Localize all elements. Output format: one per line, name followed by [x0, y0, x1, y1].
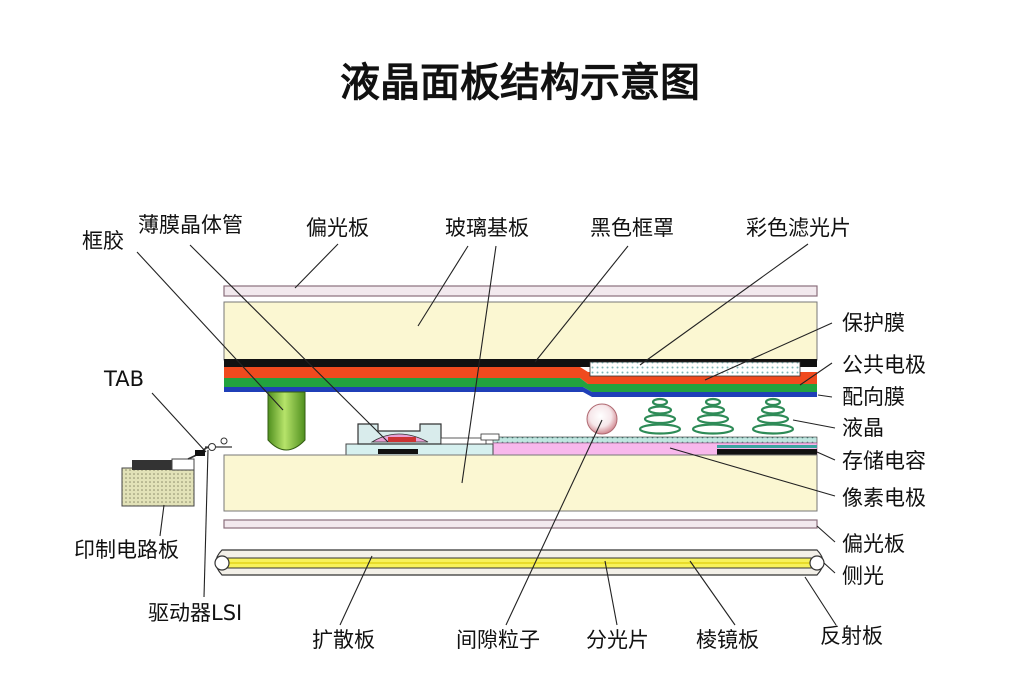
bottom-polarizer	[223, 519, 818, 529]
color-filter-red-layer	[224, 367, 817, 384]
label-color-filter: 彩色滤光片	[746, 216, 851, 240]
label-side-light: 侧光	[842, 564, 884, 588]
label-frame-glue: 框胶	[82, 229, 124, 253]
tft-structure	[345, 423, 500, 456]
bottom-alignment-layer	[492, 436, 818, 444]
label-black-matrix: 黑色框罩	[590, 216, 674, 240]
label-diffuser: 扩散板	[312, 628, 375, 652]
column-spacer	[267, 391, 306, 451]
pcb-assembly	[121, 437, 232, 507]
label-light-splitter: 分光片	[586, 628, 649, 652]
storage-capacitor-top	[717, 445, 817, 448]
label-prism-sheet: 棱镜板	[696, 628, 759, 652]
label-polarizer-bottom: 偏光板	[842, 532, 905, 556]
label-storage-capacitor: 存储电容	[842, 449, 926, 473]
top-glass-substrate	[223, 301, 818, 361]
label-protective-film: 保护膜	[842, 311, 905, 335]
bottom-glass-substrate	[223, 454, 818, 512]
color-filter-dotted-block	[589, 361, 801, 377]
label-tft: 薄膜晶体管	[138, 213, 243, 237]
label-spacer: 间隙粒子	[456, 628, 540, 652]
black-matrix-layer	[224, 359, 817, 367]
label-alignment-film: 配向膜	[842, 385, 905, 409]
label-reflector: 反射板	[820, 624, 883, 648]
labels: 框胶 薄膜晶体管 偏光板 玻璃基板 黑色框罩 彩色滤光片 保护膜 公共电极 配向…	[74, 213, 926, 652]
diagram-title: 液晶面板结构示意图	[340, 60, 700, 106]
label-glass-substrate: 玻璃基板	[445, 216, 529, 240]
backlight-lightguide	[214, 549, 825, 576]
storage-capacitor	[717, 449, 817, 455]
label-liquid-crystal: 液晶	[842, 416, 884, 440]
label-pixel-electrode: 像素电极	[842, 486, 926, 510]
label-polarizer-top: 偏光板	[306, 216, 369, 240]
label-common-electrode: 公共电极	[842, 353, 926, 377]
liquid-crystal-stacks	[638, 397, 795, 435]
label-driver-lsi: 驱动器LSI	[148, 601, 242, 625]
top-polarizer	[223, 285, 818, 297]
label-pcb: 印制电路板	[74, 538, 179, 562]
alignment-film-layer	[224, 387, 817, 397]
protective-film-layer	[224, 378, 817, 392]
leader-lines	[136, 243, 837, 626]
label-tab: TAB	[103, 367, 144, 391]
spacer-ball	[586, 403, 618, 435]
